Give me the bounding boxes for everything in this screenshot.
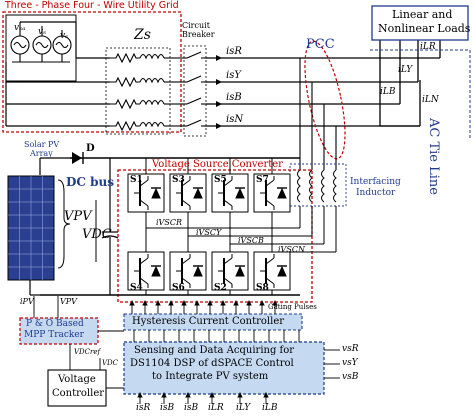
igbt-switch-icon — [127, 251, 165, 291]
iLY-label: iLY — [398, 65, 413, 75]
dsp-in-bottom-1: isB — [160, 403, 175, 413]
pv-array-label-2: Array — [30, 149, 53, 158]
isY-label: isY — [226, 70, 241, 81]
iLB-label: iLB — [380, 87, 396, 97]
impedance-y — [110, 76, 180, 88]
grid-title: Three - Phase Four - Wire Utility Grid — [5, 0, 179, 11]
loads-box — [371, 5, 469, 41]
dsp-in-vsR: vsR — [342, 344, 359, 354]
pcc-label: PCC — [306, 37, 335, 52]
dsp-label-2: DS1104 DSP of dSPACE Control — [130, 358, 294, 369]
switch-label-s3: S3 — [172, 175, 185, 185]
dc-capacitor-icon — [101, 158, 119, 295]
mppt-label-2: MPP Tracker — [24, 330, 84, 340]
igbt-switch-icon — [253, 173, 291, 213]
switch-label-s4: S4 — [130, 283, 143, 293]
mppt-label-1: P & O Based — [26, 319, 84, 329]
switch-label-s7: S7 — [256, 175, 269, 185]
inductor-label-2: Inductor — [356, 188, 396, 198]
iLR-label: iLR — [420, 42, 436, 52]
isR-label: isR — [226, 46, 242, 57]
vdc-label: VDC — [82, 227, 112, 242]
igbt-switch-icon — [211, 173, 249, 213]
iVSCR-label: iVSCR — [156, 218, 182, 227]
switch-label-s2: S2 — [214, 283, 227, 293]
dsp-in-bottom-5: iLB — [262, 403, 278, 413]
breaker-label-2: Breaker — [182, 30, 215, 39]
igbt-switch-icon — [127, 173, 165, 213]
interfacing-inductor — [289, 163, 347, 207]
loads-line-1: Linear and — [392, 8, 453, 21]
mppt-box — [19, 317, 99, 345]
vc-label-2: Controller — [52, 388, 105, 399]
igbt-switch-icon — [169, 251, 207, 291]
dsp-label-1: Sensing and Data Acquiring for — [134, 345, 295, 356]
voltage-controller-box — [47, 369, 107, 407]
diode-label: D — [86, 143, 95, 154]
zs-label: Zs — [134, 27, 151, 43]
vsa-label: vₛₐ — [14, 23, 26, 33]
inductor-label-1: Interfacing — [350, 177, 401, 187]
iVSCB-label: iVSCB — [238, 236, 264, 245]
dsp-in-vsB: vsB — [342, 372, 359, 382]
circuit-breaker — [180, 45, 207, 137]
vsc-label: vₛ — [60, 31, 69, 41]
igbt-switch-icon — [169, 173, 207, 213]
diode-icon — [39, 152, 84, 175]
impedance-n — [110, 120, 180, 132]
switch-label-s5: S5 — [214, 175, 227, 185]
vsc-title: Voltage Source Converter — [152, 159, 283, 170]
switch-label-s6: S6 — [172, 283, 185, 293]
vpv-small-label: VPV — [60, 297, 77, 306]
hcc-box — [123, 313, 303, 331]
dc-bus-label: DC bus — [66, 175, 115, 189]
vdcref-label: VDCref — [74, 348, 101, 356]
gating-label: Gating Pulses — [268, 303, 317, 311]
pcc-ellipse — [304, 40, 346, 160]
impedance-b — [110, 98, 180, 110]
dsp-in-bottom-0: isR — [136, 403, 151, 413]
vc-label-1: Voltage — [58, 374, 96, 385]
dsp-in-vsY: vsY — [342, 358, 358, 368]
dsp-in-bottom-2: isB — [184, 403, 199, 413]
vsb-label: vₛ — [38, 27, 47, 37]
impedance-r — [110, 52, 180, 64]
ac-tie-label: AC Tie Line — [426, 118, 441, 195]
loads-line-2: Nonlinear Loads — [378, 22, 471, 35]
iVSCN-label: iVSCN — [278, 245, 305, 254]
solar-pv-panel — [7, 175, 55, 281]
dsp-in-bottom-4: iLY — [236, 403, 251, 413]
vdc-small-label: VDC — [102, 359, 119, 367]
pv-array-label-1: Solar PV — [24, 140, 60, 149]
switch-label-s1: S1 — [130, 175, 143, 185]
breaker-label-1: Circuit — [182, 21, 210, 30]
igbt-switch-icon — [211, 251, 249, 291]
vpv-label: VPV — [64, 209, 92, 224]
isN-label: isN — [226, 114, 244, 125]
hcc-label: Hysteresis Current Controller — [132, 316, 285, 327]
isB-label: isB — [226, 92, 242, 103]
switch-label-s8: S8 — [256, 283, 269, 293]
iVSCY-label: iVSCY — [196, 228, 222, 237]
ipv-label: iPV — [20, 297, 34, 306]
dsp-box — [123, 341, 325, 395]
iLN-label: iLN — [422, 95, 439, 105]
dsp-in-bottom-3: iLR — [208, 403, 224, 413]
grid-box — [2, 11, 182, 133]
dsp-label-3: to Integrate PV system — [152, 371, 269, 382]
